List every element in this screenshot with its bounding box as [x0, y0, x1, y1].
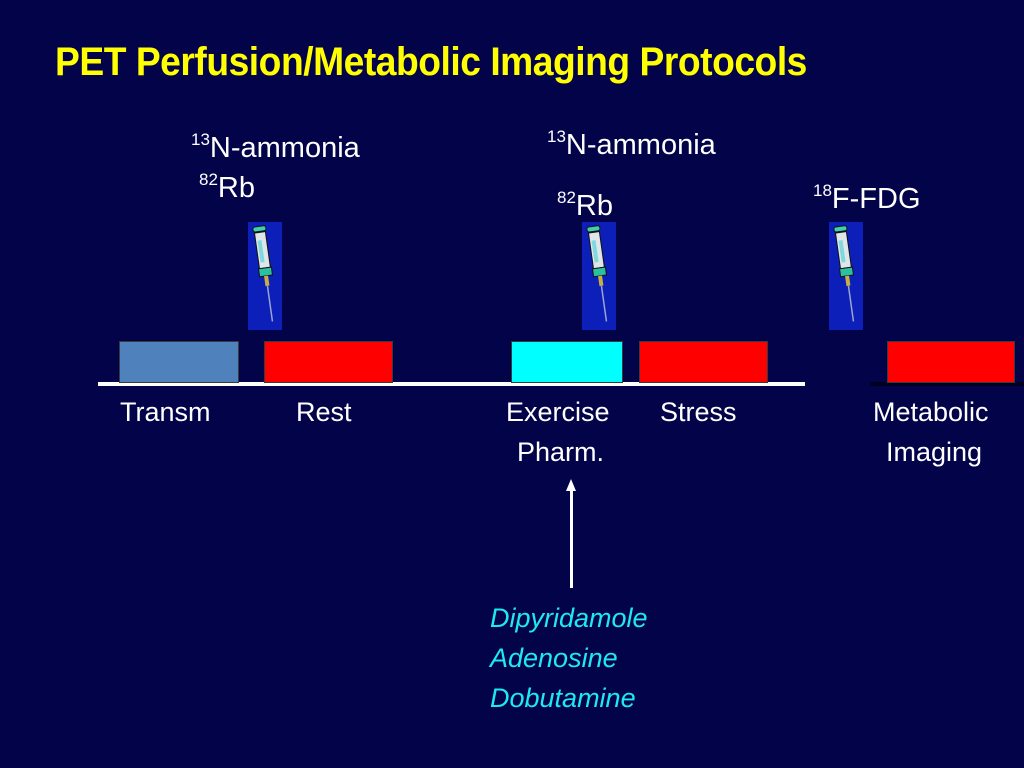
timeline-block-exercise-pharm [511, 341, 623, 383]
isotope-mass: 82 [557, 188, 576, 207]
tracer-metabolic-fdg: 18F-FDG [813, 182, 921, 215]
syringe-icon [252, 225, 274, 322]
timeline-baseline-gap [760, 382, 805, 386]
timeline-block-rest [264, 341, 393, 383]
pharmacologic-agents-list: Dipyridamole Adenosine Dobutamine [490, 598, 648, 718]
injection-metabolic [829, 222, 863, 330]
tracer-stress-ammonia: 13N-ammonia [547, 128, 716, 161]
arrow-up-icon [566, 479, 576, 491]
label-transmission: Transm [120, 397, 211, 427]
syringe-icon [833, 225, 855, 322]
timeline-block-metabolic [887, 341, 1015, 383]
label-imaging: Imaging [886, 437, 983, 467]
tracer-stress-rubidium: 82Rb [557, 189, 613, 222]
timeline-block-stress [639, 341, 768, 383]
isotope-mass: 13 [547, 127, 566, 146]
isotope-mass: 18 [813, 181, 832, 200]
label-exercise: Exercise [506, 397, 610, 427]
syringe-icon [586, 225, 608, 322]
injection-stress [582, 222, 616, 330]
timeline-baseline-metabolic [870, 382, 1024, 386]
agent-dobutamine: Dobutamine [490, 683, 636, 713]
slide-title: PET Perfusion/Metabolic Imaging Protocol… [55, 40, 807, 84]
label-stress: Stress [660, 397, 737, 427]
timeline-baseline [98, 382, 802, 386]
arrow-shaft [570, 490, 573, 588]
tracer-rest-ammonia: 13N-ammonia [191, 131, 360, 164]
tracer-name: N-ammonia [209, 132, 360, 164]
tracer-name: N-ammonia [565, 129, 716, 161]
label-metabolic: Metabolic [873, 397, 989, 427]
agent-adenosine: Adenosine [490, 643, 618, 673]
tracer-name: F-FDG [831, 183, 921, 215]
tracer-name: Rb [217, 172, 255, 204]
isotope-mass: 82 [199, 170, 218, 189]
label-pharm: Pharm. [517, 437, 605, 467]
agent-dipyridamole: Dipyridamole [490, 603, 648, 633]
isotope-mass: 13 [191, 130, 210, 149]
label-rest: Rest [296, 397, 352, 427]
timeline-block-transmission [119, 341, 239, 383]
tracer-name: Rb [575, 190, 613, 222]
injection-rest [248, 222, 282, 330]
tracer-rest-rubidium: 82Rb [199, 171, 255, 204]
